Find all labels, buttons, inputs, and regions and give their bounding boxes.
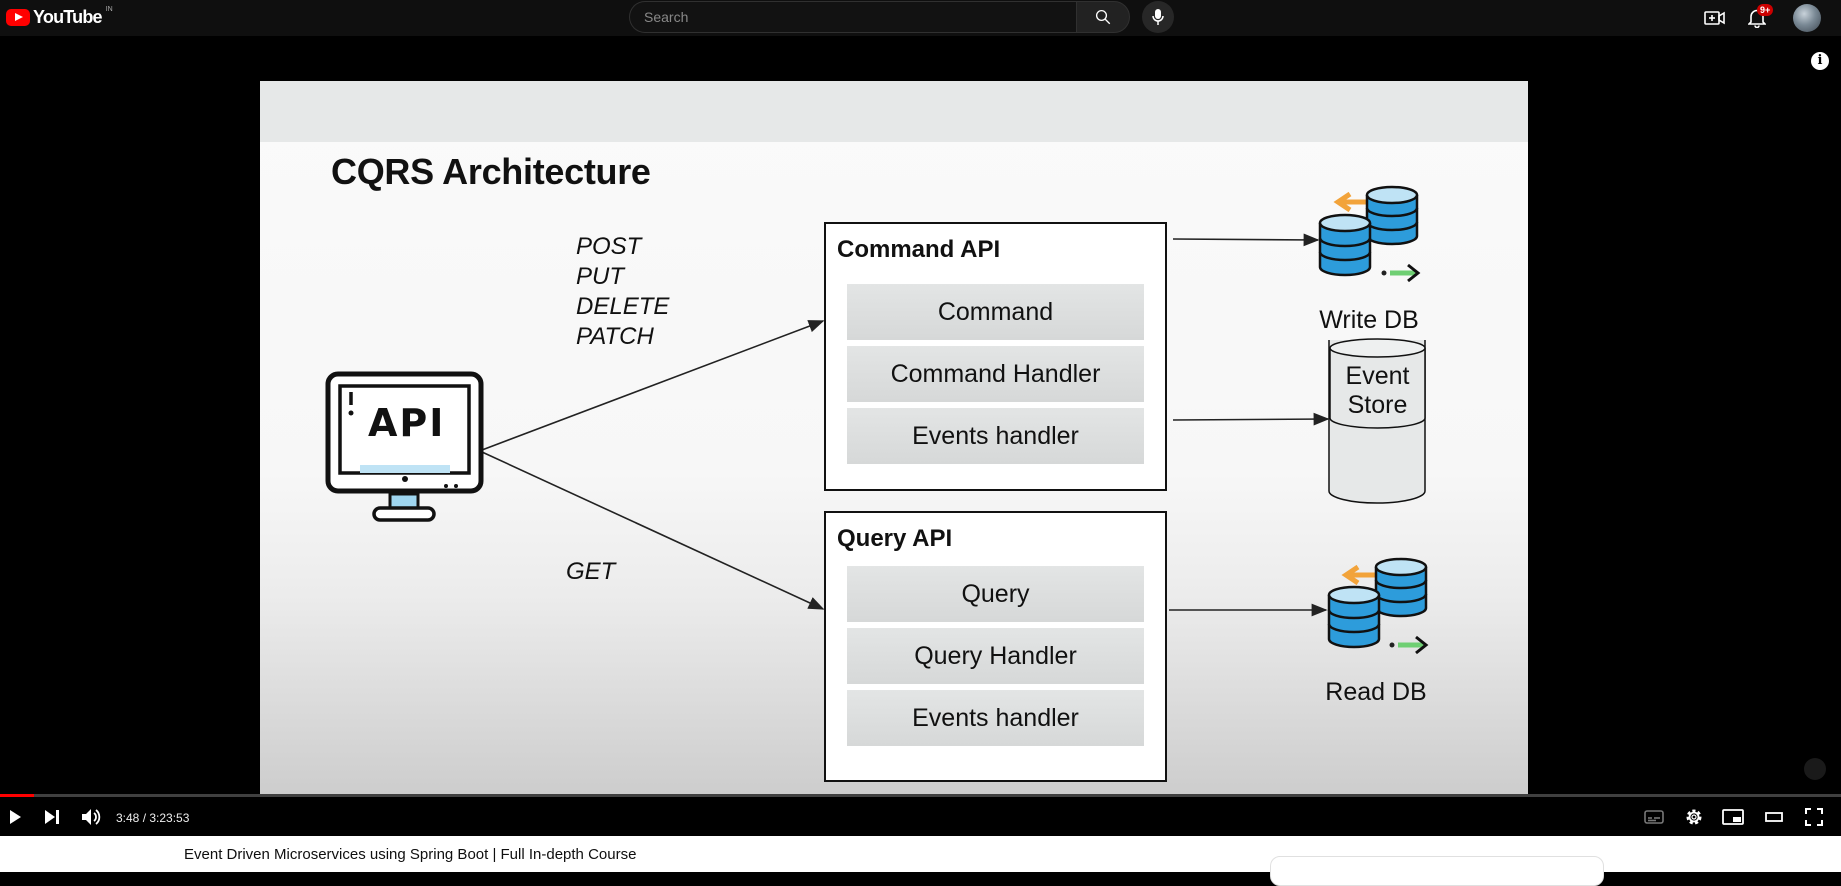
miniplayer-button[interactable] xyxy=(1721,804,1745,830)
api-computer-icon xyxy=(325,371,484,522)
slide-title: CQRS Architecture xyxy=(331,151,651,192)
below-player-area: Event Driven Microservices using Spring … xyxy=(0,836,1841,886)
command-api-box: Command API Command Command Handler Even… xyxy=(824,222,1167,491)
avatar[interactable] xyxy=(1793,4,1821,32)
masthead: YouTube IN 9+ xyxy=(0,0,1841,36)
method-label: PUT xyxy=(576,263,624,290)
theater-mode-button[interactable] xyxy=(1762,804,1786,830)
slide-header-band xyxy=(260,81,1528,142)
read-db-icon xyxy=(1327,557,1429,655)
settings-button[interactable] xyxy=(1682,804,1706,830)
player-controls: 3:48 / 3:23:53 xyxy=(0,800,1841,834)
event-store-label-line: Store xyxy=(1347,391,1408,419)
notifications-button[interactable]: 9+ xyxy=(1744,4,1774,31)
theater-mode-icon xyxy=(1765,812,1783,822)
video-player[interactable]: i CQRS Architecture POST PUT DELETE PATC… xyxy=(0,36,1841,836)
subtitles-icon xyxy=(1644,810,1664,824)
search-button[interactable] xyxy=(1076,1,1130,33)
time-display: 3:48 / 3:23:53 xyxy=(116,811,190,825)
progress-fill xyxy=(0,794,35,797)
read-db-label: Read DB xyxy=(1325,678,1427,706)
method-label: PATCH xyxy=(576,323,654,350)
video-title: Event Driven Microservices using Spring … xyxy=(184,846,637,863)
channel-watermark[interactable] xyxy=(1804,758,1826,780)
fullscreen-icon xyxy=(1805,808,1823,826)
subtitles-button[interactable] xyxy=(1642,804,1666,830)
volume-icon xyxy=(82,809,101,825)
youtube-logo[interactable]: YouTube IN xyxy=(6,6,113,28)
query-api-title: Query API xyxy=(837,525,953,552)
query-api-box: Query API Query Query Handler Events han… xyxy=(824,511,1167,782)
query-events-handler-item: Events handler xyxy=(847,690,1144,746)
command-api-title: Command API xyxy=(837,236,1001,263)
search-icon xyxy=(1095,9,1111,25)
voice-search-button[interactable] xyxy=(1142,1,1174,33)
mute-button[interactable] xyxy=(79,804,103,830)
search-input[interactable] xyxy=(629,1,1076,33)
video-frame-slide: CQRS Architecture POST PUT DELETE PATCH … xyxy=(260,81,1528,794)
arrow-to-write-db xyxy=(1172,233,1320,247)
info-icon[interactable]: i xyxy=(1811,52,1829,70)
write-db-label: Write DB xyxy=(1319,306,1419,334)
fullscreen-button[interactable] xyxy=(1802,804,1826,830)
event-store-cylinder: Event Store xyxy=(1329,338,1426,429)
create-video-icon xyxy=(1704,11,1725,25)
progress-bar[interactable] xyxy=(0,794,1841,797)
write-db-icon xyxy=(1318,185,1421,283)
play-button[interactable] xyxy=(4,804,26,830)
play-icon xyxy=(10,810,21,824)
api-icon-label: API xyxy=(368,401,446,445)
http-methods-list: POST PUT DELETE PATCH xyxy=(576,232,669,352)
event-store-label-line: Event xyxy=(1345,362,1410,390)
skip-next-icon xyxy=(45,810,59,824)
arrow-to-command-api xyxy=(481,320,825,451)
next-button[interactable] xyxy=(40,804,64,830)
cylinder-shape xyxy=(1329,338,1426,429)
command-handler-item: Command Handler xyxy=(847,346,1144,402)
arrow-to-query-api xyxy=(481,451,825,610)
logo-country-code: IN xyxy=(105,6,113,13)
microphone-icon xyxy=(1152,9,1164,25)
command-item: Command xyxy=(847,284,1144,340)
side-panel-card[interactable] xyxy=(1270,856,1604,886)
method-label: POST xyxy=(576,233,642,260)
command-events-handler-item: Events handler xyxy=(847,408,1144,464)
gear-icon xyxy=(1686,809,1702,825)
search-bar xyxy=(629,1,1174,33)
query-handler-item: Query Handler xyxy=(847,628,1144,684)
notifications-badge: 9+ xyxy=(1757,4,1774,16)
method-label: DELETE xyxy=(576,293,670,320)
arrow-to-event-store xyxy=(1172,412,1330,426)
youtube-play-icon xyxy=(6,9,30,26)
logo-text: YouTube xyxy=(33,7,103,27)
get-method-label: GET xyxy=(566,558,616,585)
query-item: Query xyxy=(847,566,1144,622)
create-button[interactable] xyxy=(1702,5,1728,31)
miniplayer-icon xyxy=(1722,809,1744,825)
